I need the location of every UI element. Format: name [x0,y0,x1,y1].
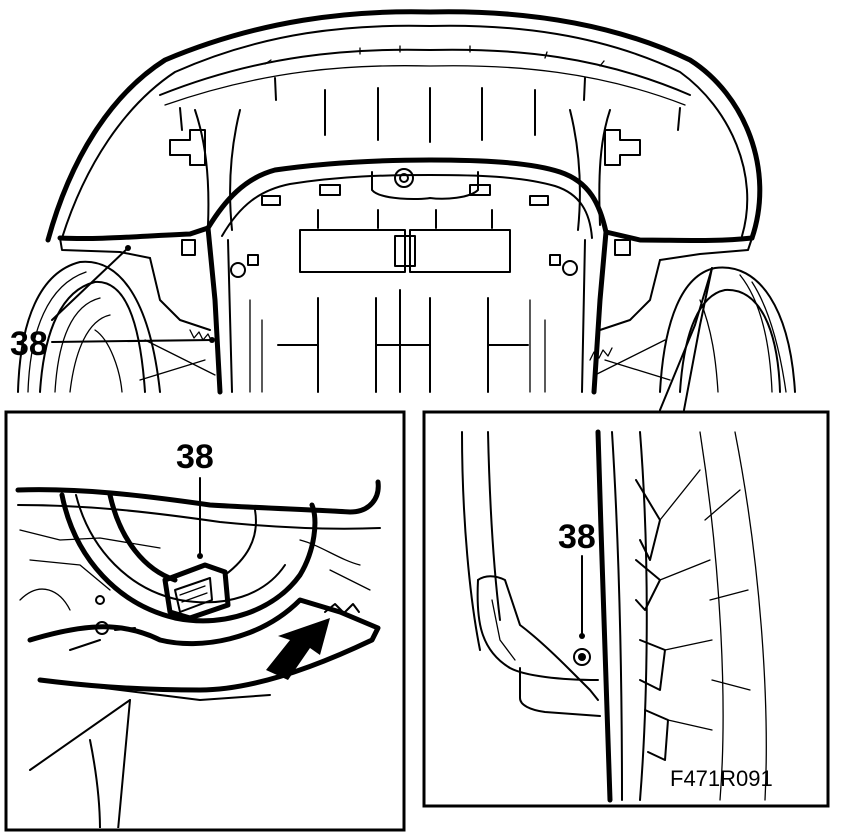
detail-right: 38 F471R091 [422,410,830,808]
left-suspension [139,239,216,381]
detail-right-frame [422,410,830,808]
detail-left: 38 [4,410,406,832]
figure-id: F471R091 [670,766,773,791]
underbody-panel [205,157,609,395]
rear-bumper [45,9,763,261]
rear-underbody-view: 38 [10,9,796,411]
screw [573,648,591,666]
right-suspension [589,239,671,381]
right-wheel [659,266,796,393]
right-detail-leader [659,267,713,411]
detail-right-callout-label: 38 [558,518,596,556]
left-wheel [17,260,161,393]
main-callout-leaders [51,245,215,343]
main-callout-label: 38 [10,325,48,363]
detail-left-callout-label: 38 [176,438,214,476]
direction-arrow [266,618,330,680]
